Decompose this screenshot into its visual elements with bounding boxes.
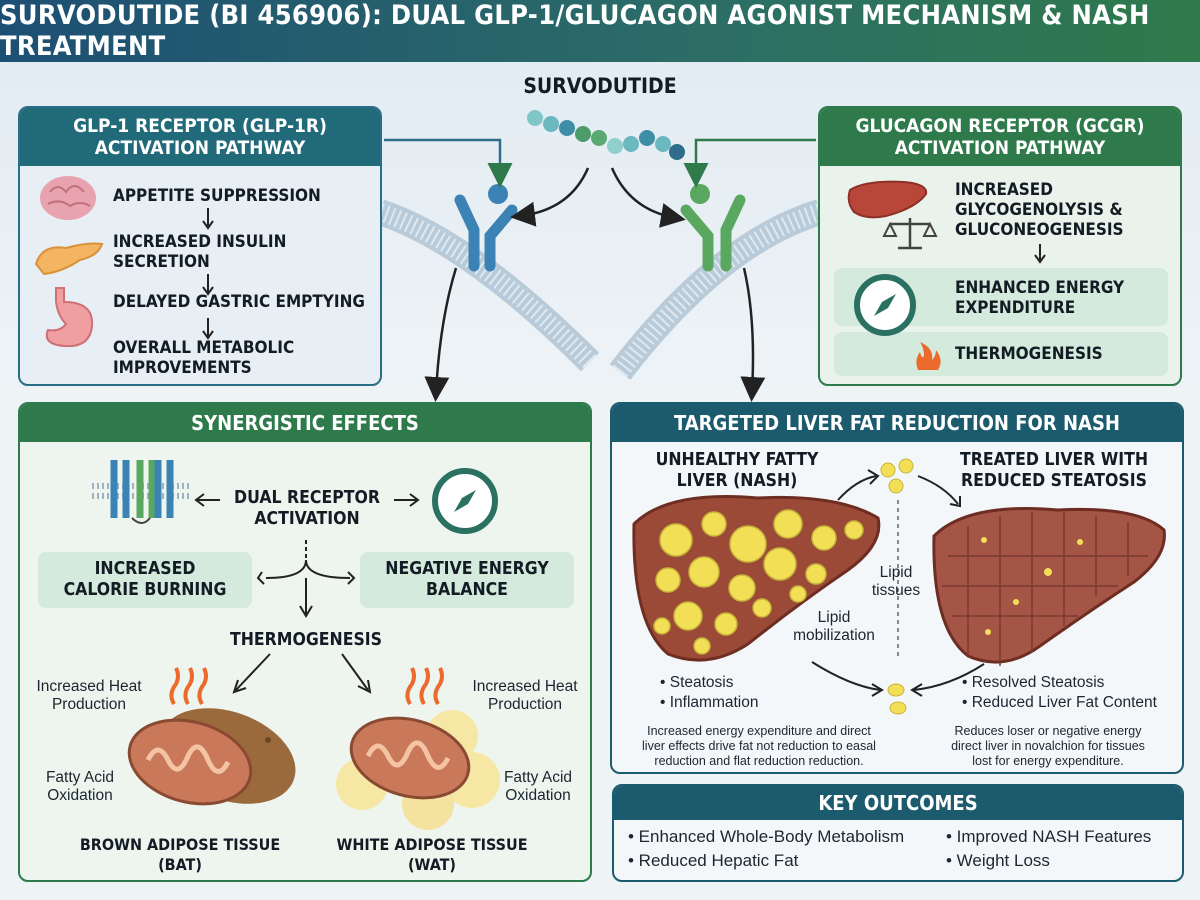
- treated-liver-icon: [932, 507, 1166, 666]
- negative-line1: NEGATIVE ENERGY: [385, 559, 549, 579]
- gcgr-step-1c: GLUCONEOGENESIS: [955, 220, 1124, 240]
- page-title: SURVODUTIDE (BI 456906): DUAL GLP-1/GLUC…: [0, 0, 1150, 62]
- liver-title: TARGETED LIVER FAT REDUCTION FOR NASH: [674, 411, 1120, 435]
- right-bullet-2: • Reduced Liver Fat Content: [962, 694, 1157, 711]
- bat-mitochondria-icon: [127, 708, 296, 806]
- membrane-right-icon: [609, 199, 824, 380]
- negative-line2: BALANCE: [426, 580, 508, 600]
- wat-label-1: WHITE ADIPOSE TISSUE: [336, 835, 528, 854]
- fatty-left-1: Fatty Acid: [45, 769, 115, 786]
- glp1-step-1: APPETITE SUPPRESSION: [113, 186, 321, 206]
- left-note-2: liver effects drive fat not reduction to…: [642, 739, 876, 753]
- stomach-icon: [45, 287, 94, 348]
- lipid-tissues-2: tissues: [871, 582, 921, 599]
- gcgr-step-arrow-icon: [1034, 244, 1046, 264]
- left-note-3: reduction and flat reduction reduction.: [654, 754, 864, 768]
- gcgr-receptor-icon: [680, 184, 746, 272]
- gcgr-panel-header: GLUCAGON RECEPTOR (GCGR) ACTIVATION PATH…: [820, 108, 1180, 166]
- outcome-3: • Improved NASH Features: [946, 827, 1152, 846]
- gcgr-step-1b: GLYCOGENOLYSIS &: [955, 200, 1123, 220]
- outcomes-header: KEY OUTCOMES: [614, 786, 1182, 820]
- pathway-arrows-icon: [384, 138, 816, 402]
- gcgr-step-2a: ENHANCED ENERGY: [955, 278, 1125, 298]
- dual-line2: ACTIVATION: [254, 509, 360, 529]
- bat-label-2: (BAT): [158, 855, 202, 874]
- flame-icon: [916, 342, 941, 370]
- right-note-1: Reduces loser or negative energy: [954, 724, 1142, 738]
- glp1-step-4a: OVERALL METABOLIC: [113, 338, 295, 358]
- thermogenesis-box: [834, 332, 1168, 376]
- fatty-right-2: Oxidation: [505, 787, 571, 804]
- outcome-1: • Enhanced Whole-Body Metabolism: [628, 827, 905, 846]
- gcgr-title-line2: ACTIVATION PATHWAY: [894, 137, 1106, 159]
- outcomes-title: KEY OUTCOMES: [818, 791, 978, 815]
- dual-line1: DUAL RECEPTOR: [234, 488, 380, 508]
- peptide-icon: [527, 110, 685, 160]
- glp1-step-2a: INCREASED INSULIN: [113, 232, 287, 252]
- unhealthy-line2: LIVER (NASH): [676, 471, 798, 491]
- treated-line2: REDUCED STEATOSIS: [961, 471, 1147, 491]
- glp1-step-4b: IMPROVEMENTS: [113, 358, 252, 378]
- wat-mitochondria-icon: [336, 710, 500, 830]
- right-bullet-1: • Resolved Steatosis: [962, 674, 1105, 691]
- glp1-panel-header: GLP-1 RECEPTOR (GLP-1R) ACTIVATION PATHW…: [20, 108, 380, 166]
- gcgr-step-1a: INCREASED: [955, 180, 1053, 200]
- heat-left-2: Production: [51, 696, 127, 713]
- glp1-step-arrows-icon: [202, 208, 214, 340]
- gcgr-step-3: THERMOGENESIS: [955, 344, 1103, 364]
- calorie-line1: INCREASED: [94, 559, 196, 579]
- synergy-compass-icon: [432, 468, 498, 534]
- gcgr-title-line1: GLUCAGON RECEPTOR (GCGR): [855, 115, 1145, 137]
- fatty-right-1: Fatty Acid: [503, 769, 573, 786]
- glp1-title-line1: GLP-1 RECEPTOR (GLP-1R): [73, 115, 327, 137]
- bat-flame-icon: [169, 667, 208, 706]
- compass-icon: [854, 274, 916, 336]
- heat-left-1: Increased Heat: [36, 678, 142, 695]
- right-note-3: lost for energy expenditure.: [972, 754, 1124, 768]
- drug-label: SURVODUTIDE: [523, 74, 677, 98]
- synergy-thermogenesis: THERMOGENESIS: [230, 630, 382, 650]
- glp1-step-2b: SECRETION: [113, 252, 210, 272]
- right-note-2: direct liver in novalchion for tissues: [951, 739, 1145, 753]
- lipid-mob-1: Lipid: [817, 609, 851, 626]
- heat-right-1: Increased Heat: [472, 678, 578, 695]
- title-bar: SURVODUTIDE (BI 456906): DUAL GLP-1/GLUC…: [0, 0, 1200, 62]
- lipid-tissues-1: Lipid: [879, 564, 913, 581]
- dual-receptor-icon: [92, 460, 192, 524]
- lipid-mob-2: mobilization: [793, 627, 875, 644]
- treated-line1: TREATED LIVER WITH: [959, 450, 1149, 470]
- negative-balance-box: [360, 552, 574, 608]
- gcgr-step-2b: EXPENDITURE: [955, 298, 1076, 318]
- key-outcomes-panel: KEY OUTCOMES: [612, 784, 1184, 882]
- calorie-line2: CALORIE BURNING: [63, 580, 227, 600]
- bat-label-1: BROWN ADIPOSE TISSUE: [79, 835, 281, 854]
- unhealthy-line1: UNHEALTHY FATTY: [655, 450, 819, 470]
- left-bullet-1: • Steatosis: [660, 674, 734, 691]
- outcome-4: • Weight Loss: [946, 851, 1050, 870]
- liver-icon: [847, 180, 928, 219]
- left-note-1: Increased energy expenditure and direct: [647, 724, 871, 738]
- brain-icon: [40, 176, 96, 220]
- calorie-box: [38, 552, 252, 608]
- wat-flame-icon: [405, 667, 444, 706]
- glp1-step-3: DELAYED GASTRIC EMPTYING: [113, 292, 365, 312]
- fatty-liver-icon: [632, 495, 881, 662]
- fatty-left-2: Oxidation: [47, 787, 113, 804]
- scale-icon: [882, 218, 938, 250]
- wat-label-2: (WAT): [407, 855, 457, 874]
- pancreas-icon: [34, 242, 104, 276]
- synergy-title: SYNERGISTIC EFFECTS: [191, 411, 419, 435]
- glp1-receptor-icon: [454, 184, 518, 272]
- heat-right-2: Production: [487, 696, 563, 713]
- synergy-arrows-icon: [194, 493, 420, 694]
- left-bullet-2: • Inflammation: [660, 694, 759, 711]
- liver-panel-header: TARGETED LIVER FAT REDUCTION FOR NASH: [612, 404, 1182, 442]
- synergy-panel-header: SYNERGISTIC EFFECTS: [20, 404, 590, 442]
- glp1-title-line2: ACTIVATION PATHWAY: [94, 137, 306, 159]
- outcome-2: • Reduced Hepatic Fat: [628, 851, 799, 870]
